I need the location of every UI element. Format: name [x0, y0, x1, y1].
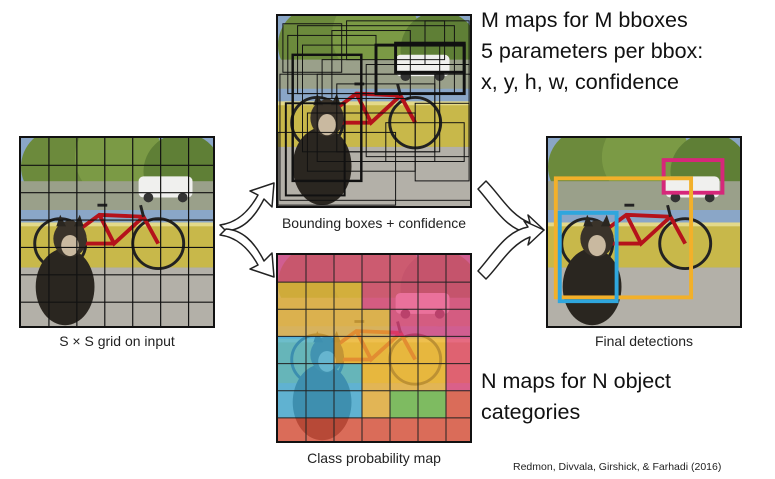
class-probability-map [276, 253, 472, 443]
merge-arrow-icon [477, 180, 545, 280]
input-image [19, 136, 215, 328]
dog-detection-box [557, 210, 619, 304]
bbox-note-line: x, y, h, w, confidence [481, 70, 679, 94]
grid-overlay [21, 138, 213, 326]
final-caption: Final detections [594, 333, 694, 349]
bicycle-detection-box [553, 176, 694, 300]
bbox-overlay [278, 20, 470, 206]
bbox-map-image [276, 14, 472, 208]
bbox-note: M maps for M bboxes 5 parameters per bbo… [481, 5, 703, 98]
bbox-note-line: 5 parameters per bbox: [481, 39, 704, 63]
split-arrow-icon [219, 182, 275, 278]
class-map-caption: Class probability map [307, 450, 441, 466]
bbox-note-line: M maps for M bboxes [481, 8, 688, 32]
final-detections-image [546, 136, 742, 328]
citation: Redmon, Divvala, Girshick, & Farhadi (20… [513, 461, 722, 473]
input-caption: S × S grid on input [59, 333, 175, 349]
bbox-map-caption: Bounding boxes + confidence [281, 215, 467, 231]
class-note: N maps for N object categories [481, 366, 671, 428]
class-note-line: N maps for N object [481, 369, 671, 393]
class-note-line: categories [481, 400, 581, 424]
